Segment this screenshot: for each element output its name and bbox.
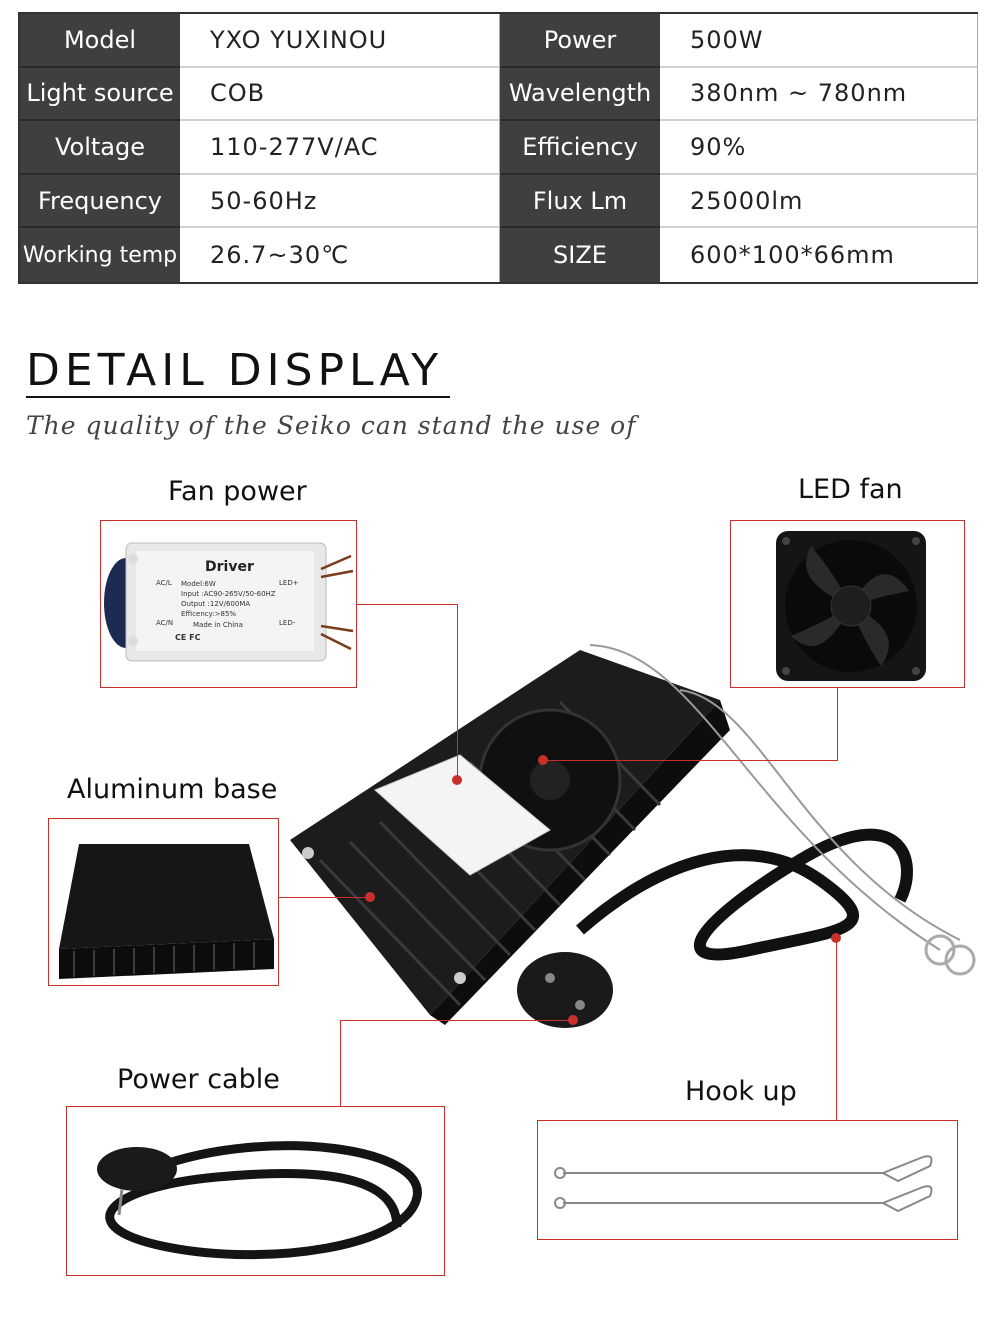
spec-value: 600*100*66mm	[660, 228, 978, 282]
product-photo	[290, 644, 976, 1028]
detail-title: DETAIL DISPLAY	[26, 345, 444, 396]
connector-dot	[452, 775, 462, 785]
driver-line: Input :AC90-265V/50-60HZ	[181, 590, 276, 598]
connector-dot	[365, 892, 375, 902]
spec-key: Frequency	[20, 174, 180, 229]
spec-value: 25000lm	[660, 174, 978, 229]
connector-line	[836, 938, 837, 1120]
label-aluminum-base: Aluminum base	[67, 774, 278, 805]
power-cable-box	[66, 1106, 445, 1276]
spec-key: Power	[500, 14, 660, 68]
connector-dot	[831, 933, 841, 943]
connector-line	[340, 1020, 573, 1021]
detail-subtitle: The quality of the Seiko can stand the u…	[26, 411, 637, 440]
connector-line	[357, 604, 457, 605]
connector-line	[279, 897, 371, 898]
spec-key: Working temp	[20, 228, 180, 282]
label-fan-power: Fan power	[168, 476, 307, 507]
fan-image	[776, 531, 926, 681]
driver-line: Model:6W	[181, 580, 216, 588]
spec-key: Voltage	[20, 121, 180, 175]
cable-image	[97, 1141, 422, 1260]
hook-image	[554, 1155, 933, 1213]
heatsink-image	[59, 844, 274, 979]
driver-spec-text: Model:6W Input :AC90-265V/50-60HZ Output…	[181, 579, 276, 619]
spec-key: Flux Lm	[500, 174, 660, 229]
label-led-fan: LED fan	[798, 474, 903, 505]
driver-acl: AC/L	[156, 579, 172, 587]
hook-up-box	[537, 1120, 958, 1240]
connector-dot	[568, 1015, 578, 1025]
spec-value: 90%	[660, 121, 978, 175]
title-underline	[26, 396, 450, 398]
spec-key: Model	[20, 14, 180, 68]
driver-title: Driver	[205, 559, 254, 575]
driver-acn: AC/N	[156, 619, 174, 627]
driver-line: Output :12V/600MA	[181, 600, 251, 608]
spec-value: COB	[180, 67, 500, 122]
spec-value: 50-60Hz	[180, 174, 500, 229]
spec-value: 110-277V/AC	[180, 121, 500, 175]
driver-line: Efficency:>85%	[181, 610, 237, 618]
spec-value: 380nm ~ 780nm	[660, 67, 978, 122]
led-fan-box	[730, 520, 965, 688]
connector-dot	[538, 755, 548, 765]
fan-power-box: Driver AC/L AC/N LED+ LED- Model:6W Inpu…	[100, 520, 357, 688]
connector-line	[340, 1020, 341, 1106]
connector-line	[457, 604, 458, 780]
spec-value: 500W	[660, 14, 978, 68]
label-hook-up: Hook up	[685, 1076, 797, 1107]
spec-key: Light source	[20, 67, 180, 122]
connector-line	[837, 688, 838, 760]
spec-key: Wavelength	[500, 67, 660, 122]
driver-ledm: LED-	[279, 619, 296, 627]
driver-image	[104, 542, 354, 662]
spec-value: YXO YUXINOU	[180, 14, 500, 68]
spec-key: SIZE	[500, 228, 660, 282]
spec-value: 26.7~30℃	[180, 228, 500, 282]
driver-cert-marks: CE FC	[175, 633, 201, 642]
aluminum-base-box	[48, 818, 279, 986]
driver-made-in: Made in China	[193, 621, 243, 629]
spec-table: Model YXO YUXINOU Power 500W Light sourc…	[18, 12, 978, 284]
driver-ledp: LED+	[279, 579, 299, 587]
label-power-cable: Power cable	[117, 1064, 280, 1095]
connector-line	[543, 760, 838, 761]
spec-key: Efficiency	[500, 121, 660, 175]
